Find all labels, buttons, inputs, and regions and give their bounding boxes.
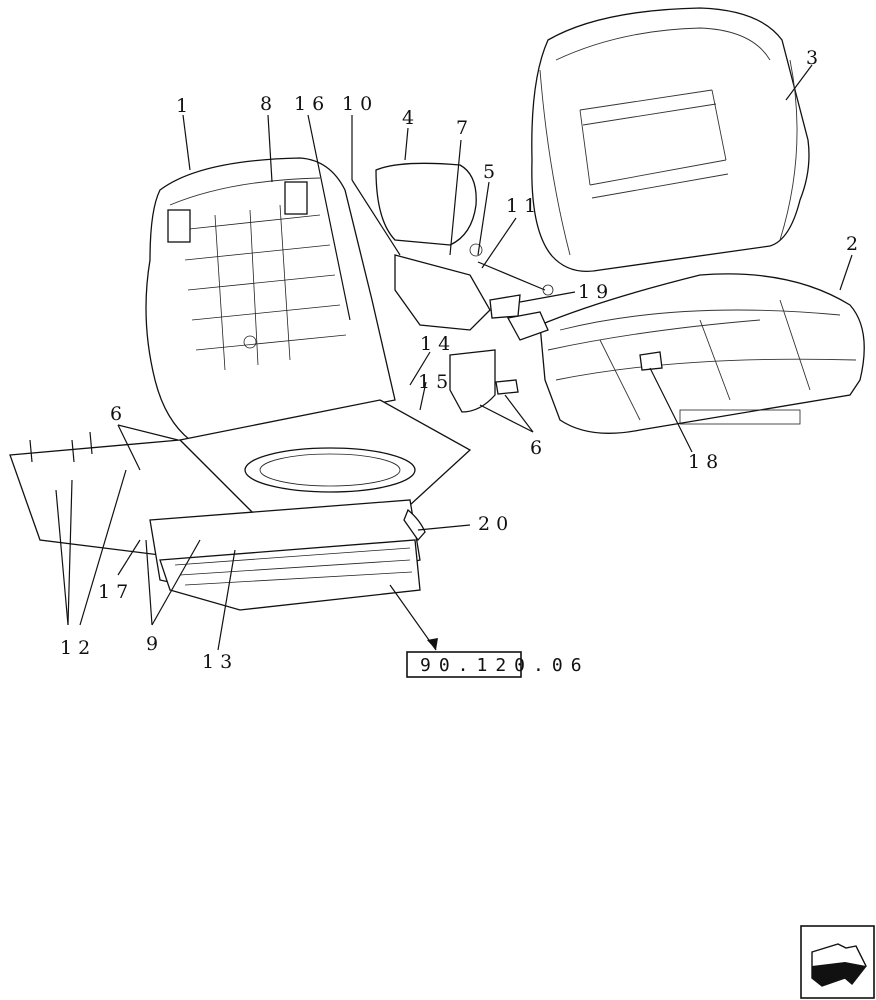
- callout-8: 8: [260, 93, 278, 115]
- seat-belt-bracket: [449, 294, 549, 413]
- callout-7: 7: [456, 117, 474, 139]
- callout-4: 4: [402, 107, 420, 129]
- callout-1: 1: [176, 95, 194, 117]
- callout-10: 10: [342, 93, 378, 115]
- callout-14: 14: [420, 333, 456, 355]
- next-page-arrow-icon[interactable]: [800, 925, 875, 999]
- callout-5: 5: [483, 161, 501, 183]
- backrest-cushion: [531, 7, 810, 273]
- leader-lines: [55, 64, 853, 651]
- reference-box[interactable]: 90.120.06: [406, 651, 590, 678]
- callout-12: 12: [60, 637, 96, 659]
- callout-19: 19: [578, 281, 614, 303]
- callout-13: 13: [202, 651, 238, 673]
- seat-base: [9, 399, 472, 611]
- callout-3: 3: [806, 47, 824, 69]
- callout-6-right: 6: [530, 437, 548, 459]
- seat-cushion: [539, 273, 865, 434]
- callout-labels: 1 8 16 10 4 7 5 11 3 2 19 14 15 6 6 18 2…: [60, 47, 864, 673]
- armrest: [375, 162, 491, 331]
- callout-16: 16: [294, 93, 330, 115]
- reference-label: 90.120.06: [420, 655, 590, 676]
- callout-2: 2: [846, 233, 864, 255]
- callout-11: 11: [506, 195, 542, 217]
- callout-20: 20: [478, 513, 514, 535]
- seat-frame: [145, 157, 396, 441]
- callout-15: 15: [418, 371, 454, 393]
- misc-parts: [403, 243, 663, 542]
- callout-6-left: 6: [110, 403, 128, 425]
- callout-9: 9: [146, 633, 164, 655]
- callout-17: 17: [98, 581, 134, 603]
- callout-18: 18: [688, 451, 724, 473]
